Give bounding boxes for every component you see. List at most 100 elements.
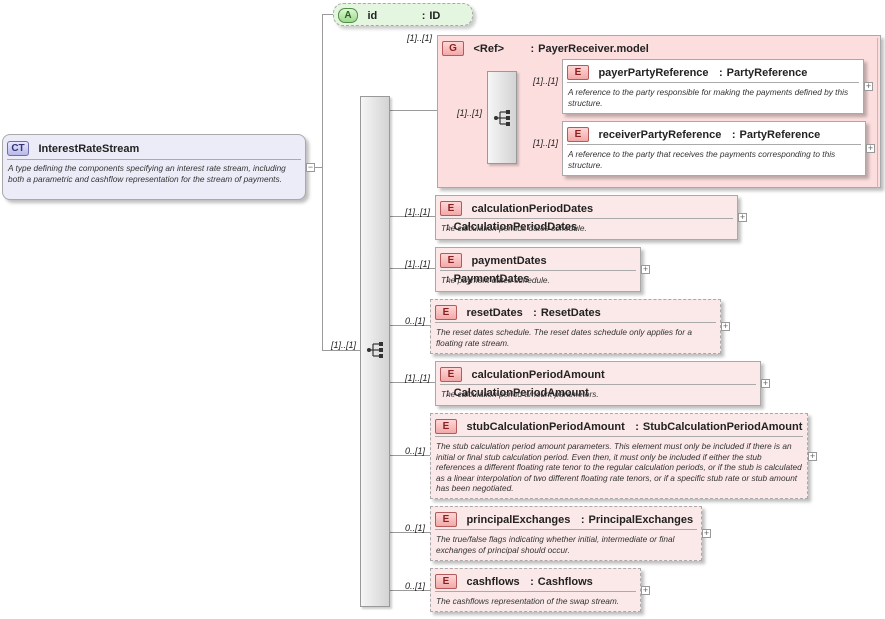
sequence-icon [494, 110, 510, 126]
element-description: A reference to the party responsible for… [568, 87, 849, 108]
element-type: PaymentDates [453, 272, 530, 285]
element-name: calculationPeriodDates [471, 202, 594, 215]
separator: : [421, 9, 426, 22]
divider [435, 322, 716, 323]
divider [567, 144, 861, 145]
element-type: PartyReference [739, 128, 821, 141]
connector [390, 110, 437, 111]
connector [390, 268, 435, 269]
element-name: principalExchanges [466, 513, 571, 526]
root-name: InterestRateStream [38, 142, 140, 155]
expand-icon[interactable]: + [702, 528, 711, 538]
connector [322, 14, 334, 15]
element-name: paymentDates [471, 254, 547, 267]
element-description: The payment dates schedule. [441, 275, 550, 285]
connector [390, 532, 430, 533]
separator: : [530, 42, 535, 55]
element-name: calculationPeriodAmount [471, 368, 605, 381]
element-description: The calculation period amount parameters… [441, 389, 599, 399]
separator: : [718, 66, 723, 79]
divider [435, 591, 636, 592]
cardinality-label: [1]..[1] [331, 340, 357, 350]
separator: : [635, 420, 639, 433]
element-calculation-period-amount[interactable]: E calculationPeriodAmount :CalculationPe… [435, 361, 761, 406]
element-type: CalculationPeriodAmount [453, 386, 589, 399]
element-description: The stub calculation period amount param… [436, 441, 802, 493]
connector [322, 14, 323, 350]
divider [435, 529, 697, 530]
attribute-name: id [367, 9, 378, 22]
element-badge: E [435, 574, 457, 590]
expand-icon[interactable]: + [866, 143, 875, 153]
cardinality-label: 0..[1] [405, 446, 426, 456]
group-ref: <Ref> [473, 42, 505, 55]
separator: : [580, 513, 585, 526]
element-badge: E [435, 305, 457, 321]
element-stub-calculation-period-amount[interactable]: E stubCalculationPeriodAmount :StubCalcu… [430, 413, 808, 499]
separator: : [446, 386, 450, 399]
element-badge: E [567, 127, 589, 143]
cardinality-label: 0..[1] [405, 581, 426, 591]
group-type: PayerReceiver.model [538, 42, 649, 55]
element-type: StubCalculationPeriodAmount [642, 420, 803, 433]
cardinality-label: 0..[1] [405, 523, 426, 533]
divider [567, 82, 859, 83]
element-badge: E [440, 367, 462, 383]
element-type: CalculationPeriodDates [453, 220, 578, 233]
collapse-icon[interactable]: − [306, 162, 315, 172]
attribute-badge: A [338, 8, 358, 24]
cardinality-label: [1]..[1] [405, 207, 431, 217]
divider [440, 218, 733, 219]
element-calculation-period-dates[interactable]: E calculationPeriodDates :CalculationPer… [435, 195, 738, 240]
connector [390, 590, 430, 591]
cardinality-label: [1]..[1] [405, 373, 431, 383]
complex-type-badge: CT [7, 141, 29, 157]
element-name: receiverPartyReference [598, 128, 722, 141]
element-principal-exchanges[interactable]: E principalExchanges :PrincipalExchanges… [430, 506, 702, 561]
element-cashflows[interactable]: E cashflows :Cashflows The cashflows rep… [430, 568, 641, 612]
divider [877, 38, 878, 188]
connector [390, 325, 430, 326]
element-payment-dates[interactable]: E paymentDates :PaymentDates The payment… [435, 247, 641, 292]
connector [390, 455, 430, 456]
element-receiver-party-reference[interactable]: E receiverPartyReference :PartyReference… [562, 121, 866, 176]
separator: : [446, 220, 450, 233]
divider [440, 270, 636, 271]
attribute-type: ID [429, 9, 441, 22]
expand-icon[interactable]: + [721, 321, 730, 331]
sequence-icon [367, 342, 383, 358]
element-payer-party-reference[interactable]: E payerPartyReference :PartyReference A … [562, 59, 864, 114]
divider [440, 384, 756, 385]
cardinality-label: [1]..[1] [407, 33, 433, 43]
cardinality-label: [1]..[1] [405, 259, 431, 269]
divider [7, 159, 301, 160]
element-reset-dates[interactable]: E resetDates :ResetDates The reset dates… [430, 299, 721, 354]
expand-icon[interactable]: + [864, 81, 873, 91]
connector [390, 216, 435, 217]
cardinality-label: [1]..[1] [533, 138, 559, 148]
cardinality-label: 0..[1] [405, 316, 426, 326]
expand-icon[interactable]: + [641, 585, 650, 595]
element-name: payerPartyReference [598, 66, 709, 79]
element-type: PrincipalExchanges [588, 513, 694, 526]
element-badge: E [440, 201, 462, 217]
attribute-id[interactable]: A id :ID [333, 3, 473, 26]
connector [322, 350, 360, 351]
element-name: cashflows [466, 575, 520, 588]
root-description: A type defining the components specifyin… [8, 163, 286, 184]
element-name: resetDates [466, 306, 523, 319]
element-type: PartyReference [726, 66, 808, 79]
root-complex-type[interactable]: CT InterestRateStream A type defining th… [2, 134, 306, 200]
expand-icon[interactable]: + [641, 264, 650, 274]
group-badge: G [442, 41, 464, 57]
element-badge: E [567, 65, 589, 81]
expand-icon[interactable]: + [761, 378, 770, 388]
main-sequence[interactable] [360, 96, 390, 607]
expand-icon[interactable]: + [808, 451, 817, 461]
element-description: The reset dates schedule. The reset date… [436, 327, 692, 348]
element-description: A reference to the party that receives t… [568, 149, 836, 170]
expand-icon[interactable]: + [738, 212, 747, 222]
element-badge: E [435, 512, 457, 528]
divider [435, 436, 803, 437]
element-type: Cashflows [537, 575, 593, 588]
